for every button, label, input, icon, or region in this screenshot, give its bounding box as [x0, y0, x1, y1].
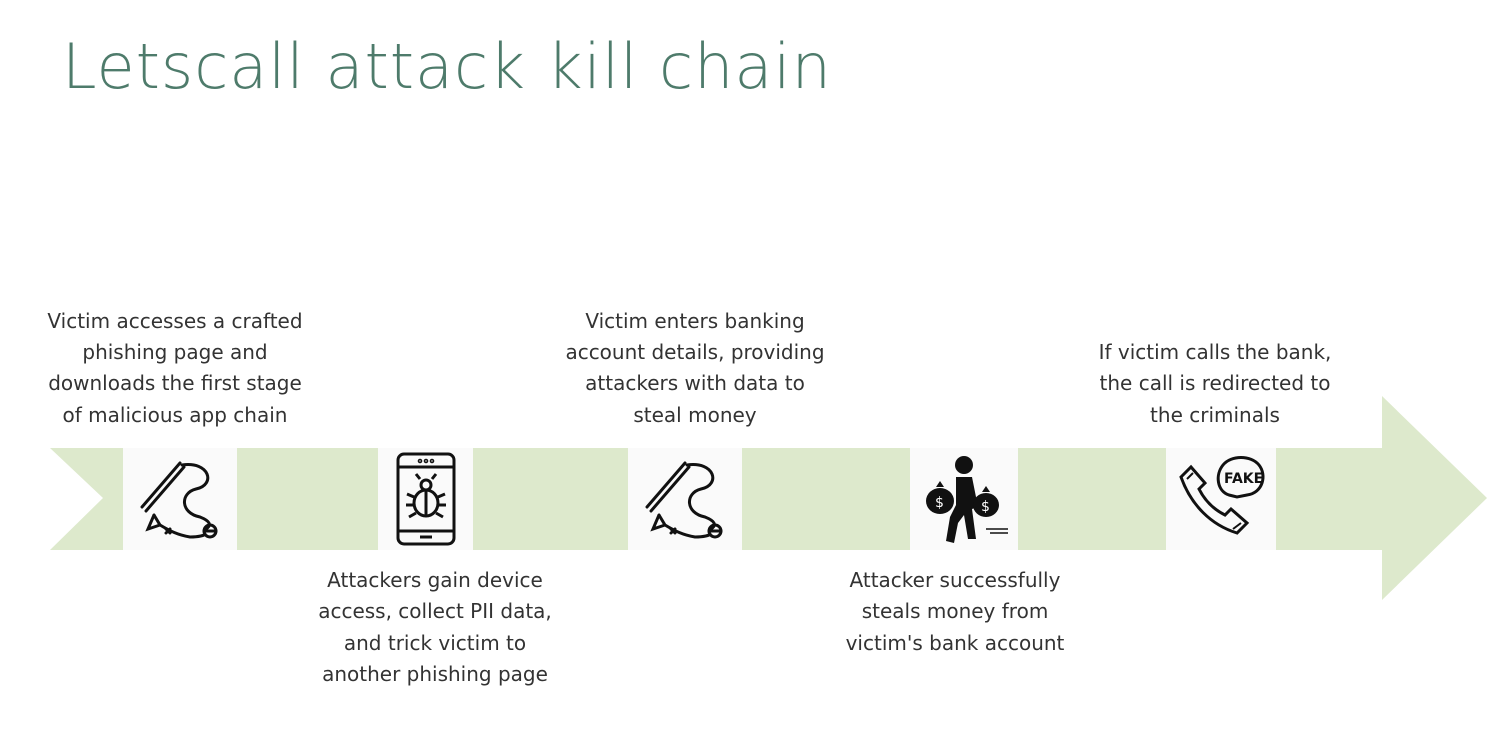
step-4-icon-box: $ $	[910, 448, 1018, 550]
step-4-text: Attacker successfully steals money from …	[845, 568, 1065, 655]
fake-label: FAKE	[1224, 471, 1263, 487]
phone-bug-icon	[396, 452, 455, 546]
step-2-icon-box	[378, 448, 473, 550]
thief-money-bags-icon: $ $	[926, 456, 1008, 543]
step-5-text: If victim calls the bank, the call is re…	[1098, 340, 1332, 427]
step-3-icon-box	[628, 448, 742, 550]
step-1-text: Victim accesses a crafted phishing page …	[47, 308, 303, 427]
step-3-text: Victim enters banking account details, p…	[565, 308, 825, 427]
step-2-text: Attackers gain device access, collect PI…	[318, 568, 552, 686]
page-title: Letscall attack kill chain	[62, 30, 832, 103]
step-1-icon-box	[123, 448, 237, 550]
svg-text:$: $	[981, 499, 990, 515]
fake-call-icon: FAKE	[1179, 456, 1265, 535]
fishing-rod-icon	[140, 461, 218, 539]
step-5-icon-box: FAKE	[1166, 448, 1276, 550]
fishing-rod-icon	[645, 461, 723, 539]
svg-text:$: $	[935, 495, 944, 511]
